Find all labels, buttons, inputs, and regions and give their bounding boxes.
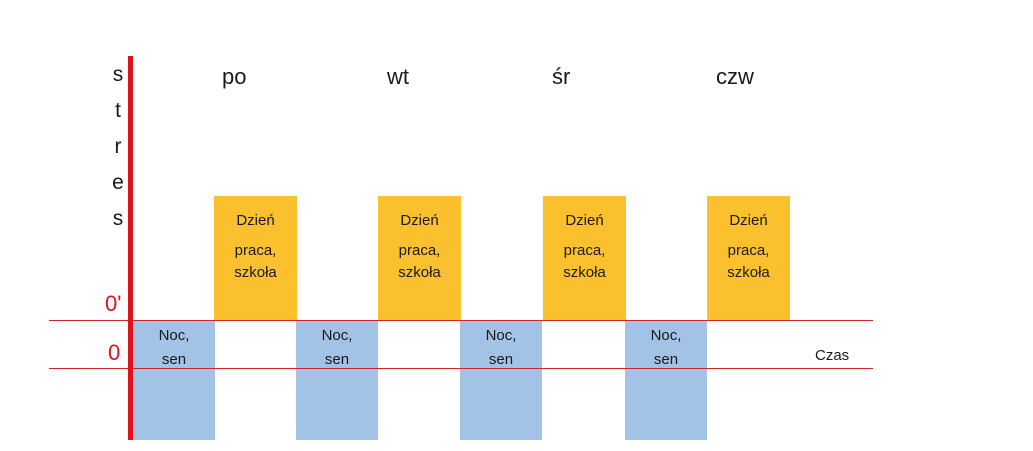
night-label-line1: Noc,: [650, 327, 682, 344]
y-axis-letter: s: [112, 207, 124, 230]
day-label-line2: praca,: [563, 242, 606, 259]
day-label-line3: szkoła: [398, 264, 441, 281]
baseline-zero-prime: [49, 320, 873, 321]
day-label-po: po: [222, 64, 247, 89]
day-label-line3: szkoła: [234, 264, 277, 281]
day-label-czw: czw: [716, 64, 754, 89]
day-label-line1: Dzień: [400, 212, 439, 229]
night-label-line1: Noc,: [158, 327, 190, 344]
night-label-line2: sen: [488, 351, 514, 368]
night-block-sr: Noc, sen: [460, 321, 542, 440]
day-label-line2: praca,: [727, 242, 770, 259]
night-label-line2: sen: [324, 351, 350, 368]
day-block-wt: Dzień praca, szkoła: [378, 196, 461, 320]
night-label-line1: Noc,: [321, 327, 353, 344]
day-label-sr: śr: [552, 64, 571, 89]
night-label-line1: Noc,: [485, 327, 517, 344]
marker-zero: 0: [108, 340, 121, 365]
y-axis-letter: s: [112, 63, 124, 86]
y-axis-label: s t r e s: [111, 57, 125, 237]
night-block-wt: Noc, sen: [296, 321, 378, 440]
time-axis-label: Czas: [815, 347, 850, 364]
day-block-czw: Dzień praca, szkoła: [707, 196, 790, 320]
y-axis-letter: t: [115, 99, 121, 122]
night-label-line2: sen: [653, 351, 679, 368]
day-label-line2: praca,: [398, 242, 441, 259]
y-axis-letter: e: [112, 171, 124, 194]
day-block-po: Dzień praca, szkoła: [214, 196, 297, 320]
night-block-po: Noc, sen: [133, 321, 215, 440]
day-block-sr: Dzień praca, szkoła: [543, 196, 626, 320]
marker-zero-prime: 0': [105, 291, 122, 316]
baseline-zero: [49, 368, 873, 369]
day-label-line3: szkoła: [563, 264, 606, 281]
day-label-line1: Dzień: [236, 212, 275, 229]
day-label-line1: Dzień: [729, 212, 768, 229]
night-block-czw: Noc, sen: [625, 321, 707, 440]
night-label-line2: sen: [161, 351, 187, 368]
day-label-line2: praca,: [234, 242, 277, 259]
y-axis-letter: r: [114, 135, 122, 158]
day-label-wt: wt: [387, 64, 409, 89]
day-label-line3: szkoła: [727, 264, 770, 281]
stress-axis: [128, 56, 133, 440]
day-label-line1: Dzień: [565, 212, 604, 229]
